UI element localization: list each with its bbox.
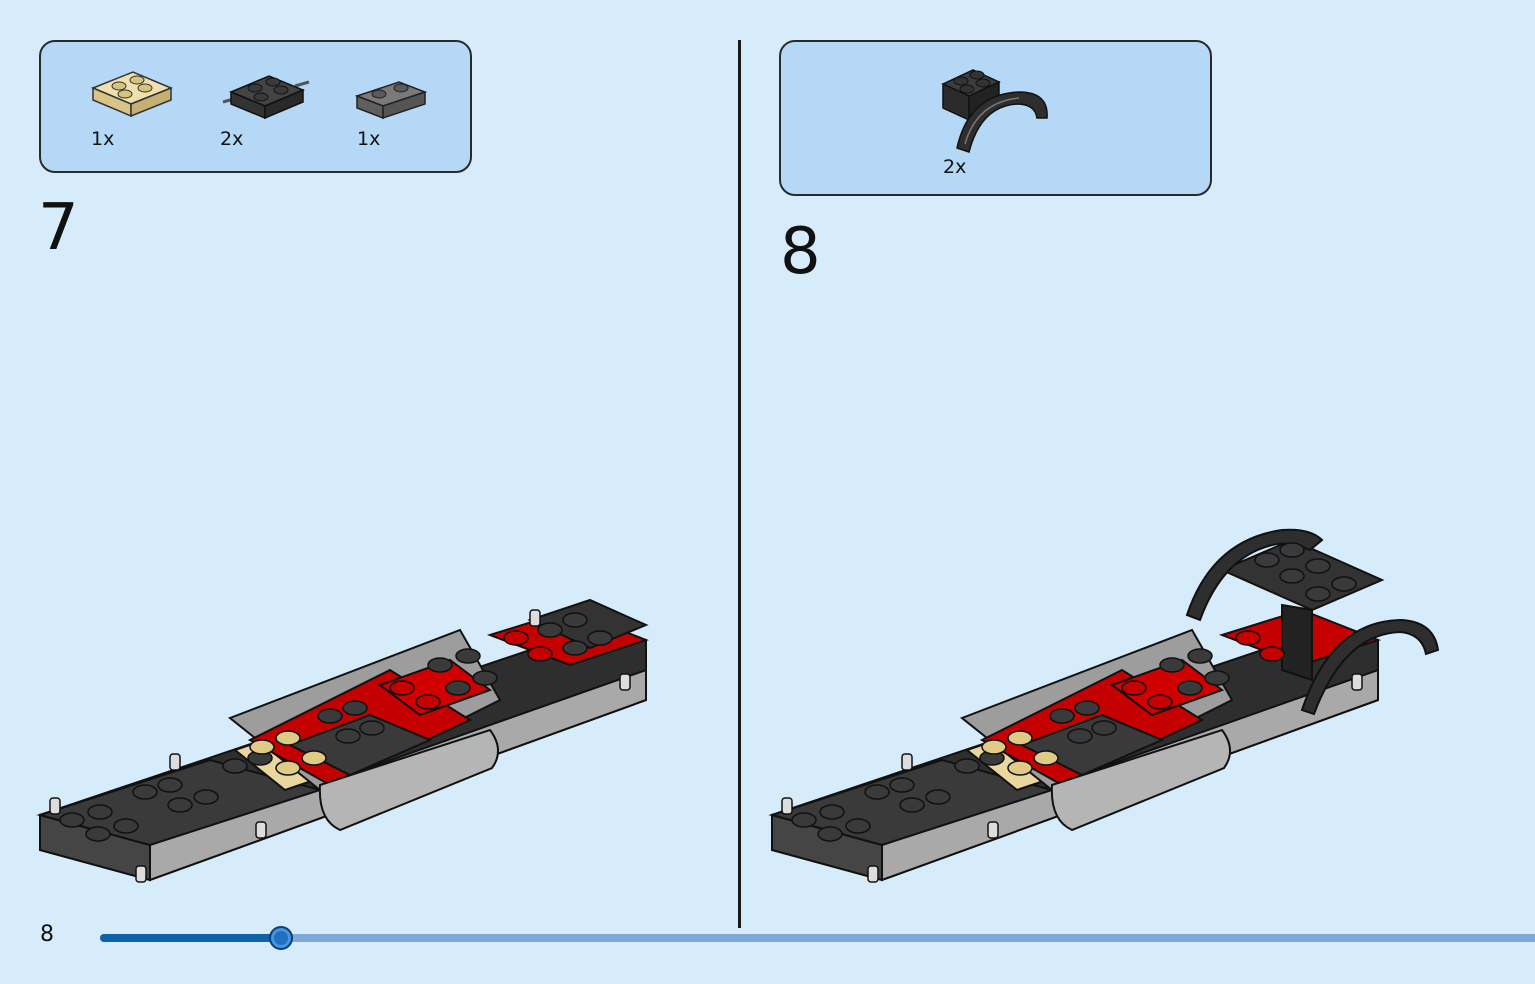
tan-2x2-plate-icon — [91, 71, 173, 118]
part-qty-gray-plate: 1x — [357, 128, 381, 150]
dark-gray-1x2-plate-icon — [355, 81, 427, 120]
progress-bar[interactable] — [100, 926, 1535, 950]
page-number: 8 — [40, 922, 54, 947]
part-qty-black-plate: 2x — [220, 128, 244, 150]
step-number-8: 8 — [780, 215, 821, 289]
part-qty-tan-plate: 1x — [91, 128, 115, 150]
black-plate-with-wheel-holders-icon — [222, 75, 310, 120]
progress-knob[interactable] — [269, 926, 293, 950]
parts-callout-step-7: 1x 2x 1x — [39, 40, 472, 173]
black-fender-arch-icon — [941, 69, 1048, 153]
progress-fill — [100, 934, 281, 942]
step-number-7: 7 — [38, 191, 79, 265]
step-8-model-illustration — [768, 528, 1440, 883]
step-7-model-illustration — [36, 598, 649, 883]
page-divider — [738, 40, 741, 928]
parts-callout-step-8: 2x — [779, 40, 1212, 196]
part-qty-fender-arch: 2x — [943, 156, 967, 178]
